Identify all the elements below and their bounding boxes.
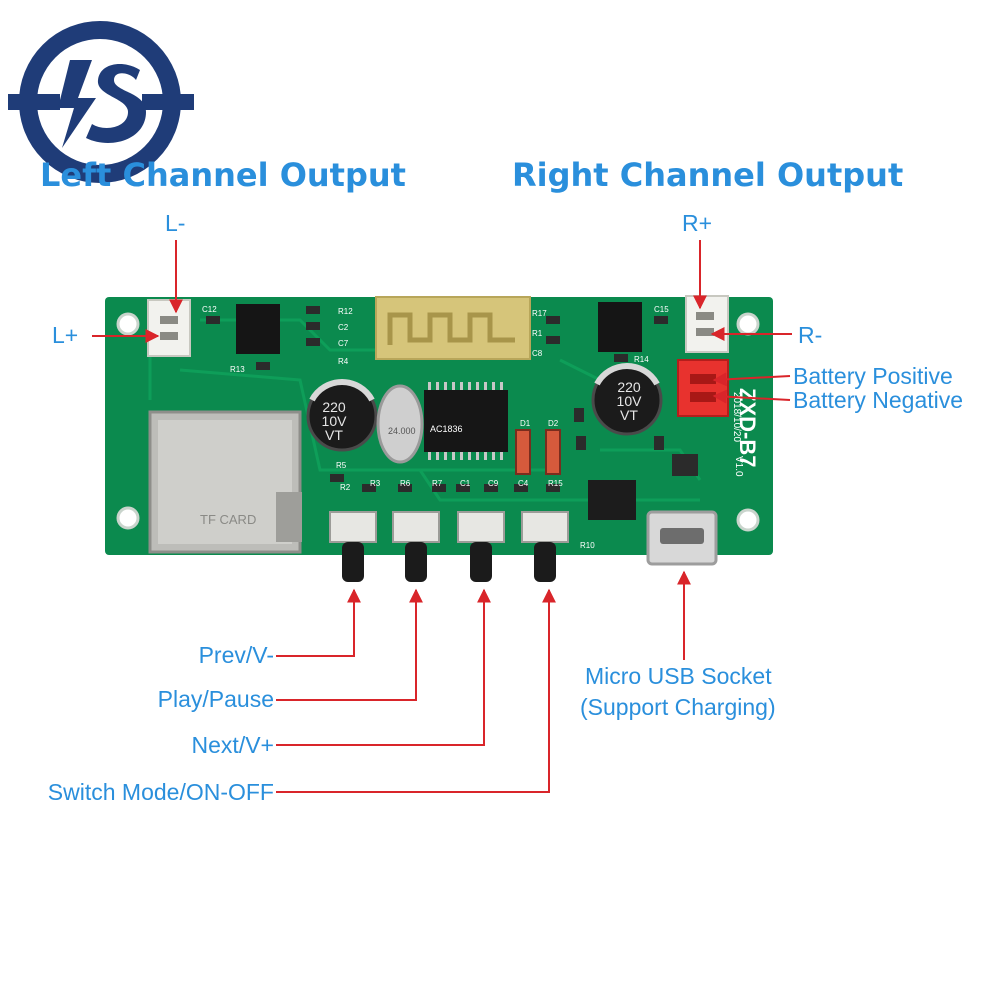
sd-card-text: TF CARD — [200, 512, 256, 527]
board-version-text: V1.0 — [733, 456, 744, 477]
label-usb-line1: Micro USB Socket — [585, 663, 772, 689]
arrow-next — [276, 588, 491, 746]
ref-label: R1 — [532, 329, 543, 338]
ref-label: R3 — [370, 479, 381, 488]
ref-label: R10 — [580, 541, 595, 550]
play-pause-button — [392, 511, 440, 582]
ref-label: R14 — [634, 355, 649, 364]
label-r-minus: R- — [798, 322, 823, 348]
label-battery-negative: Battery Negative — [793, 387, 964, 413]
diode-d2 — [545, 429, 561, 475]
mount-hole — [116, 312, 140, 336]
ref-label: C9 — [488, 479, 499, 488]
mode-button — [521, 511, 569, 582]
ref-label: D2 — [548, 419, 559, 428]
ref-label: R13 — [230, 365, 245, 374]
left-channel-heading: Left Channel Output — [40, 156, 406, 194]
prev-button — [329, 511, 377, 582]
label-next: Next/V+ — [191, 732, 274, 758]
ref-label: C12 — [202, 305, 217, 314]
ref-label: C15 — [654, 305, 669, 314]
arrow-prev — [276, 588, 361, 657]
board-model-text: ZXD-B7 — [735, 388, 760, 467]
ref-label: C2 — [338, 323, 349, 332]
ref-label: R7 — [432, 479, 443, 488]
ref-label: C4 — [518, 479, 529, 488]
cap-right-line3: VT — [620, 407, 638, 423]
label-prev: Prev/V- — [198, 642, 274, 668]
cap-right-line2: 10V — [617, 393, 643, 409]
label-l-minus: L- — [165, 210, 186, 236]
right-amp-chip — [598, 302, 642, 352]
cap-right-line1: 220 — [617, 379, 641, 395]
battery-connector — [677, 359, 729, 417]
crystal-text: 24.000 — [388, 426, 416, 436]
ref-label: C8 — [532, 349, 543, 358]
cap-left-line3: VT — [325, 427, 343, 443]
label-switch-mode: Switch Mode/ON-OFF — [47, 779, 274, 805]
chip-text: AC1836 — [430, 424, 463, 434]
ref-label: R17 — [532, 309, 547, 318]
main-chip — [424, 390, 508, 452]
ref-label: R6 — [400, 479, 411, 488]
ref-label: R12 — [338, 307, 353, 316]
label-usb-line2: (Support Charging) — [580, 694, 776, 720]
ref-label: R2 — [340, 483, 351, 492]
arrow-play — [276, 588, 423, 701]
cap-left-line1: 220 — [322, 399, 346, 415]
label-l-plus: L+ — [52, 322, 79, 348]
left-amp-chip — [236, 304, 280, 354]
arrow-mode — [276, 588, 556, 793]
crystal-oscillator — [376, 384, 424, 464]
bluetooth-antenna — [375, 296, 531, 360]
ref-label: C1 — [460, 479, 471, 488]
label-play-pause: Play/Pause — [157, 686, 274, 712]
right-channel-heading: Right Channel Output — [512, 156, 904, 194]
power-switch — [588, 480, 636, 520]
label-battery-positive: Battery Positive — [793, 363, 953, 389]
ref-label: C7 — [338, 339, 349, 348]
next-button — [457, 511, 505, 582]
ref-label: R15 — [548, 479, 563, 488]
mount-hole — [736, 508, 760, 532]
arrow-battery-positive — [712, 372, 791, 387]
ref-label: D1 — [520, 419, 531, 428]
arrow-battery-negative — [712, 389, 791, 404]
mount-hole — [116, 506, 140, 530]
label-r-plus: R+ — [682, 210, 713, 236]
cap-left-line2: 10V — [322, 413, 348, 429]
board-date-text: 2018/10/20 — [731, 392, 742, 442]
ref-label: R4 — [338, 357, 349, 366]
ref-label: R5 — [336, 461, 347, 470]
diode-d1 — [515, 429, 531, 475]
